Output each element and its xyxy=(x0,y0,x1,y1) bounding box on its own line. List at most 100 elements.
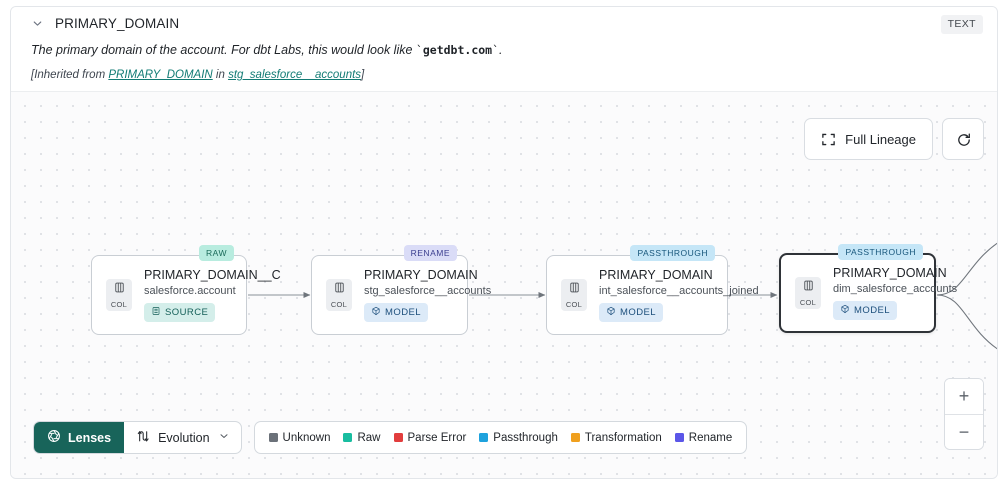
legend-item: Transformation xyxy=(570,431,662,444)
node-type-tag: PASSTHROUGH xyxy=(838,244,923,260)
node-kind-label: MODEL xyxy=(385,307,422,318)
node-table-name: stg_salesforce__accounts xyxy=(364,285,492,297)
description-code: getdbt.com xyxy=(422,43,493,57)
description-text: The primary domain of the account. For d… xyxy=(31,43,416,57)
header-title-row: PRIMARY_DOMAIN xyxy=(29,15,179,31)
lineage-node[interactable]: PASSTHROUGH COL PRIMARY_DOMAIN dim_salesfor… xyxy=(779,244,957,333)
refresh-icon xyxy=(956,132,971,147)
lineage-edges xyxy=(248,242,997,350)
cube-icon xyxy=(606,306,616,319)
column-detail-card: PRIMARY_DOMAIN TEXT The primary domain o… xyxy=(10,6,998,479)
refresh-button[interactable] xyxy=(942,118,984,160)
columns-icon xyxy=(113,281,126,299)
legend-item: Rename xyxy=(674,431,733,444)
expand-frame-icon xyxy=(821,132,836,147)
inherited-prefix: [Inherited from xyxy=(31,69,109,81)
node-kind-badge: MODEL xyxy=(833,301,898,320)
legend-item: Unknown xyxy=(268,431,331,444)
node-kind-badge: MODEL xyxy=(599,303,664,322)
legend-swatch xyxy=(674,433,684,442)
zoom-out-button[interactable]: − xyxy=(945,414,983,449)
column-chip: COL xyxy=(326,279,352,311)
backtick-close: ` xyxy=(492,43,500,57)
evolution-dropdown[interactable]: Evolution xyxy=(124,422,240,453)
inherited-middle: in xyxy=(212,69,229,81)
column-chip-label: COL xyxy=(110,300,128,309)
lineage-node[interactable]: PASSTHROUGH COL PRIMARY_DOMAIN int_salesfor… xyxy=(546,245,759,335)
legend-swatch xyxy=(479,433,489,442)
legend-item: Parse Error xyxy=(393,431,467,444)
legend-label: Rename xyxy=(688,431,733,444)
column-description: The primary domain of the account. For d… xyxy=(31,43,503,57)
node-type-tag: RENAME xyxy=(403,245,457,261)
node-kind-label: MODEL xyxy=(620,307,657,318)
legend-swatch xyxy=(343,433,353,442)
inherited-model-link[interactable]: stg_salesforce__accounts xyxy=(228,69,362,81)
node-type-tag: RAW xyxy=(198,245,234,261)
chevron-down-icon xyxy=(218,430,230,445)
node-kind-label: MODEL xyxy=(854,305,891,316)
description-suffix: . xyxy=(499,43,503,57)
inherited-from-line: [Inherited from PRIMARY_DOMAIN in stg_sa… xyxy=(31,69,364,81)
node-body: PRIMARY_DOMAIN int_salesforce__accounts_j… xyxy=(599,268,759,322)
legend-swatch xyxy=(393,433,403,442)
legend-item: Raw xyxy=(343,431,381,444)
legend-label: Parse Error xyxy=(407,431,467,444)
chevron-down-icon[interactable] xyxy=(29,15,45,31)
node-kind-badge: SOURCE xyxy=(144,303,216,322)
lenses-button[interactable]: Lenses xyxy=(34,422,125,453)
node-column-name: PRIMARY_DOMAIN xyxy=(833,266,947,280)
legend-label: Transformation xyxy=(584,431,662,444)
backtick-open: ` xyxy=(415,43,423,57)
node-column-name: PRIMARY_DOMAIN xyxy=(364,268,478,282)
node-kind-badge: MODEL xyxy=(364,303,429,322)
legend-label: Passthrough xyxy=(493,431,558,444)
zoom-controls: + − xyxy=(944,378,984,450)
evolution-label: Evolution xyxy=(158,430,210,445)
legend-swatch xyxy=(268,433,278,442)
canvas-top-controls: Full Lineage xyxy=(804,118,984,160)
inherited-column-link[interactable]: PRIMARY_DOMAIN xyxy=(108,69,213,81)
zoom-in-button[interactable]: + xyxy=(945,379,983,414)
node-table-name: salesforce.account xyxy=(144,285,236,297)
node-kind-label: SOURCE xyxy=(165,307,209,318)
node-column-name: PRIMARY_DOMAIN__C xyxy=(144,268,281,282)
database-icon xyxy=(151,306,161,319)
column-chip-label: COL xyxy=(565,300,583,309)
evolution-arrows-icon xyxy=(136,429,150,446)
column-type-chip: TEXT xyxy=(940,15,983,34)
column-chip: COL xyxy=(795,277,821,309)
column-chip-label: COL xyxy=(330,300,348,309)
lineage-node[interactable]: RAW COL PRIMARY_DOMAIN__C salesforce.accoun… xyxy=(91,245,281,335)
full-lineage-label: Full Lineage xyxy=(845,131,916,147)
node-column-name: PRIMARY_DOMAIN xyxy=(599,268,713,282)
columns-icon xyxy=(333,281,346,299)
legend-swatch xyxy=(570,433,580,442)
lens-aperture-icon xyxy=(47,429,61,446)
legend-label: Unknown xyxy=(282,431,331,444)
column-chip-label: COL xyxy=(799,298,817,307)
lenses-label: Lenses xyxy=(68,430,112,445)
page-title: PRIMARY_DOMAIN xyxy=(55,15,180,31)
full-lineage-button[interactable]: Full Lineage xyxy=(804,118,933,160)
cube-icon xyxy=(371,306,381,319)
columns-icon xyxy=(802,279,815,297)
canvas-bottom-bar: Lenses Evolution xyxy=(33,421,748,454)
legend-item: Passthrough xyxy=(479,432,558,444)
node-type-tag: PASSTHROUGH xyxy=(630,245,715,261)
cube-icon xyxy=(840,304,850,317)
columns-icon xyxy=(568,281,581,299)
inherited-suffix: ] xyxy=(361,69,365,81)
lineage-node[interactable]: RENAME COL PRIMARY_DOMAIN stg_salesforce__a… xyxy=(311,245,491,335)
card-header: PRIMARY_DOMAIN TEXT The primary domain o… xyxy=(11,7,997,91)
node-table-name: dim_salesforce_accounts xyxy=(833,283,958,295)
lenses-evolution-group: Lenses Evolution xyxy=(33,421,242,454)
lineage-legend: Unknown Raw Parse Error Passthrough Transfor… xyxy=(253,421,748,454)
legend-label: Raw xyxy=(357,431,381,444)
node-table-name: int_salesforce__accounts_joined xyxy=(599,285,759,297)
column-chip: COL xyxy=(561,279,587,311)
lineage-canvas[interactable]: Full Lineage + − RAW COL PRIMARY_DOMAIN__C… xyxy=(11,91,997,478)
